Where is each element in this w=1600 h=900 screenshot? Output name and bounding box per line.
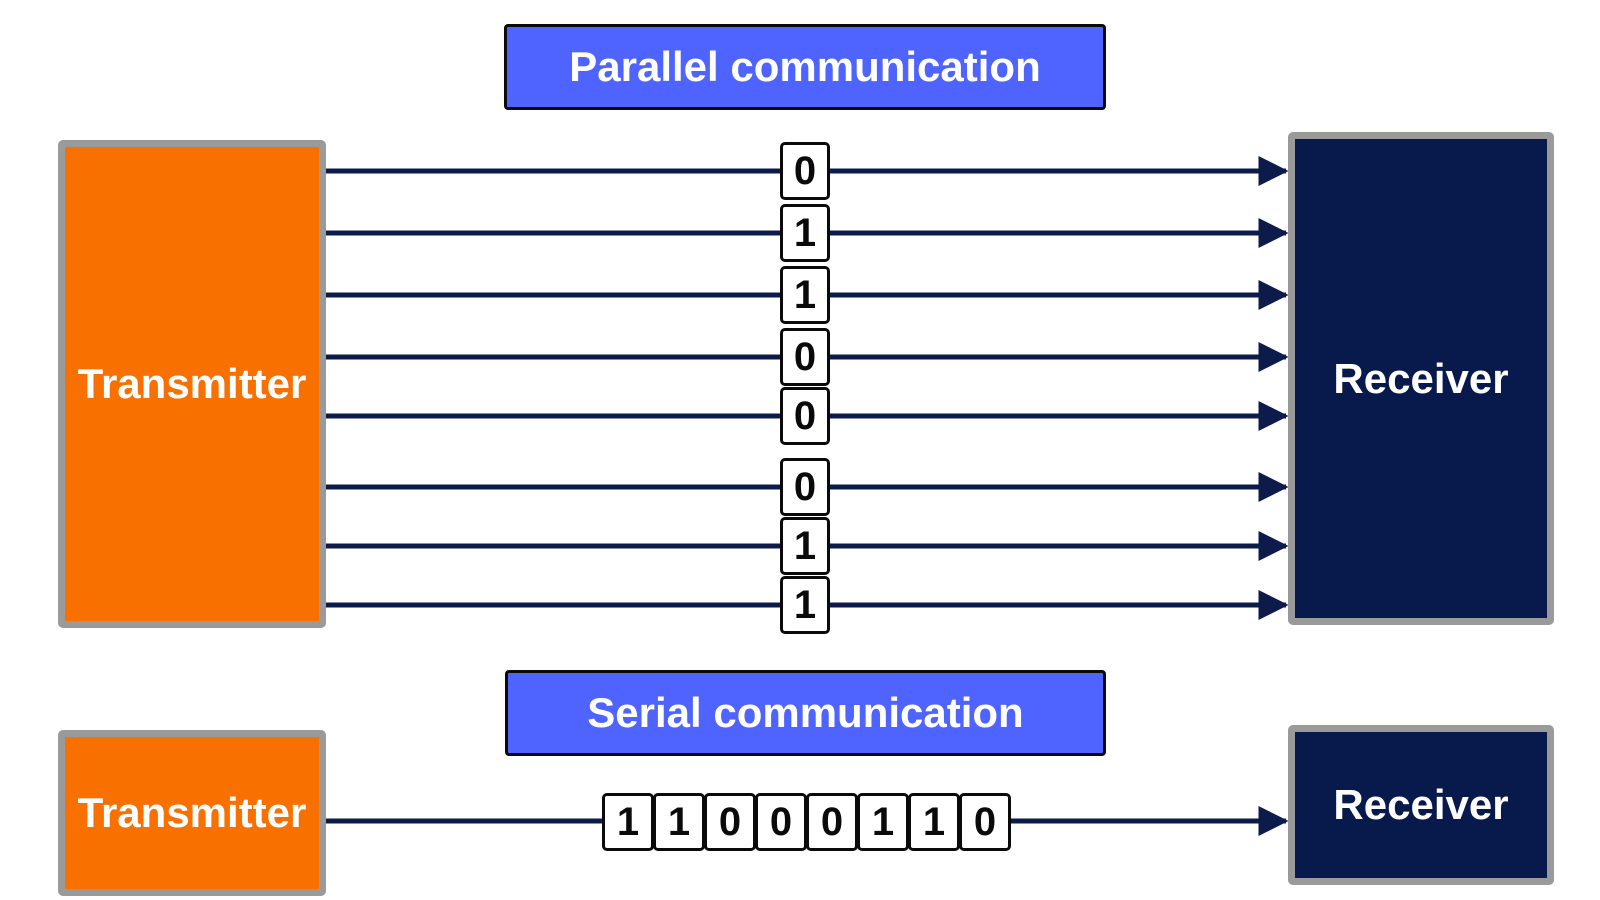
serial-bit: 1 [602,793,654,851]
parallel-title: Parallel communication [504,24,1106,110]
serial-title: Serial communication [505,670,1106,756]
serial-bit: 0 [755,793,807,851]
parallel-bit: 0 [780,328,830,386]
serial-bit: 1 [653,793,705,851]
serial-bit: 1 [857,793,909,851]
parallel-bit: 1 [780,576,830,634]
parallel-bit: 0 [780,458,830,516]
parallel-bit: 0 [780,142,830,200]
parallel-bit: 1 [780,204,830,262]
serial-bit: 0 [959,793,1011,851]
serial-bit: 1 [908,793,960,851]
serial-bit: 0 [704,793,756,851]
parallel-bit: 1 [780,266,830,324]
parallel-bit: 1 [780,517,830,575]
parallel-bit: 0 [780,387,830,445]
serial-transmitter: Transmitter [58,730,326,896]
serial-bit: 0 [806,793,858,851]
serial-receiver: Receiver [1288,725,1554,885]
parallel-transmitter: Transmitter [58,140,326,628]
parallel-receiver: Receiver [1288,132,1554,625]
